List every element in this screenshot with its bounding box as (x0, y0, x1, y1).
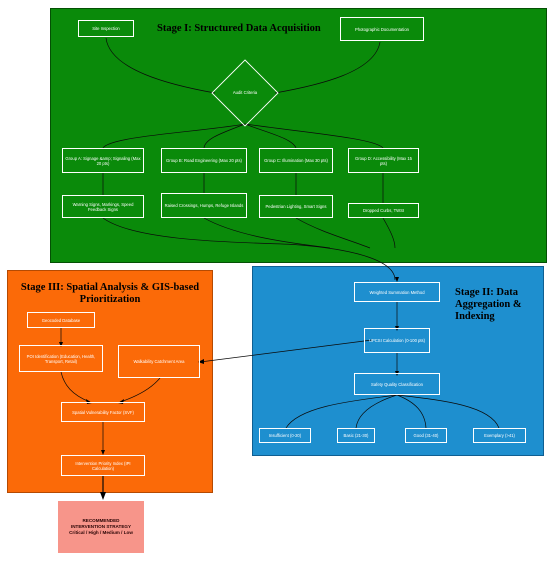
group-c-detail-box: Pedestrian Lighting, Smart Signs (259, 195, 333, 218)
group-b-box: Group B: Road Engineering (Max 20 pts) (161, 148, 247, 173)
audit-criteria-label: Audit Criteria (232, 90, 258, 95)
class-good-box: Good (31-40) (405, 428, 447, 443)
group-d-detail-box: Dropped Curbs, TWSI (348, 203, 419, 218)
recommended-strategy-box: RECOMMENDED INTERVENTION STRATEGY Critic… (58, 501, 144, 553)
site-inspection-box: Site Inspection (78, 20, 134, 37)
walkability-box: Walkability Catchment Area (118, 345, 200, 378)
geocoded-database-box: Geocoded Database (27, 312, 95, 328)
group-c-box: Group C: Illumination (Max 30 pts) (259, 148, 333, 173)
ipi-box: Intervention Priority Index (IPI Calcula… (61, 455, 145, 476)
group-a-box: Group A: Signage &amp; Signaling (Max 20… (62, 148, 144, 173)
stage-1-title: Stage I: Structured Data Acquisition (157, 23, 321, 34)
stage-2-panel (252, 266, 544, 456)
class-exemplary-box: Exemplary (>41) (473, 428, 526, 443)
poi-identification-box: POI Identification (Education, Health, T… (19, 345, 103, 372)
stage-2-title: Stage II: Data Aggregation & Indexing (455, 287, 522, 322)
stage-1-panel (50, 8, 547, 263)
recommended-strategy-title: RECOMMENDED INTERVENTION STRATEGY (70, 518, 132, 529)
weighted-summation-box: Weighted Summation Method (354, 282, 440, 302)
group-b-detail-box: Raised Crossings, Humps, Refuge Islands (161, 193, 247, 218)
class-basic-box: Basic (21-30) (337, 428, 375, 443)
stage-3-title: Stage III: Spatial Analysis & GIS-based … (20, 282, 200, 305)
stage-3-panel (7, 270, 213, 493)
svf-box: Spatial Vulnerability Factor (SVF) (61, 402, 145, 422)
classification-box: Safety Quality Classification (354, 373, 440, 395)
group-a-detail-box: Warning Signs, Markings, Speed Feedback … (62, 195, 144, 218)
upcsi-box: UPCSI Calculation (0-100 pts) (364, 328, 430, 353)
class-insufficient-box: Insufficient (0-20) (259, 428, 311, 443)
recommended-strategy-levels: Critical / High / Medium / Low (69, 530, 133, 535)
photo-documentation-box: Photographic Documentation (340, 17, 424, 41)
audit-criteria-diamond (211, 59, 279, 127)
group-d-box: Group D: Accessibility (Max 15 pts) (348, 148, 419, 173)
